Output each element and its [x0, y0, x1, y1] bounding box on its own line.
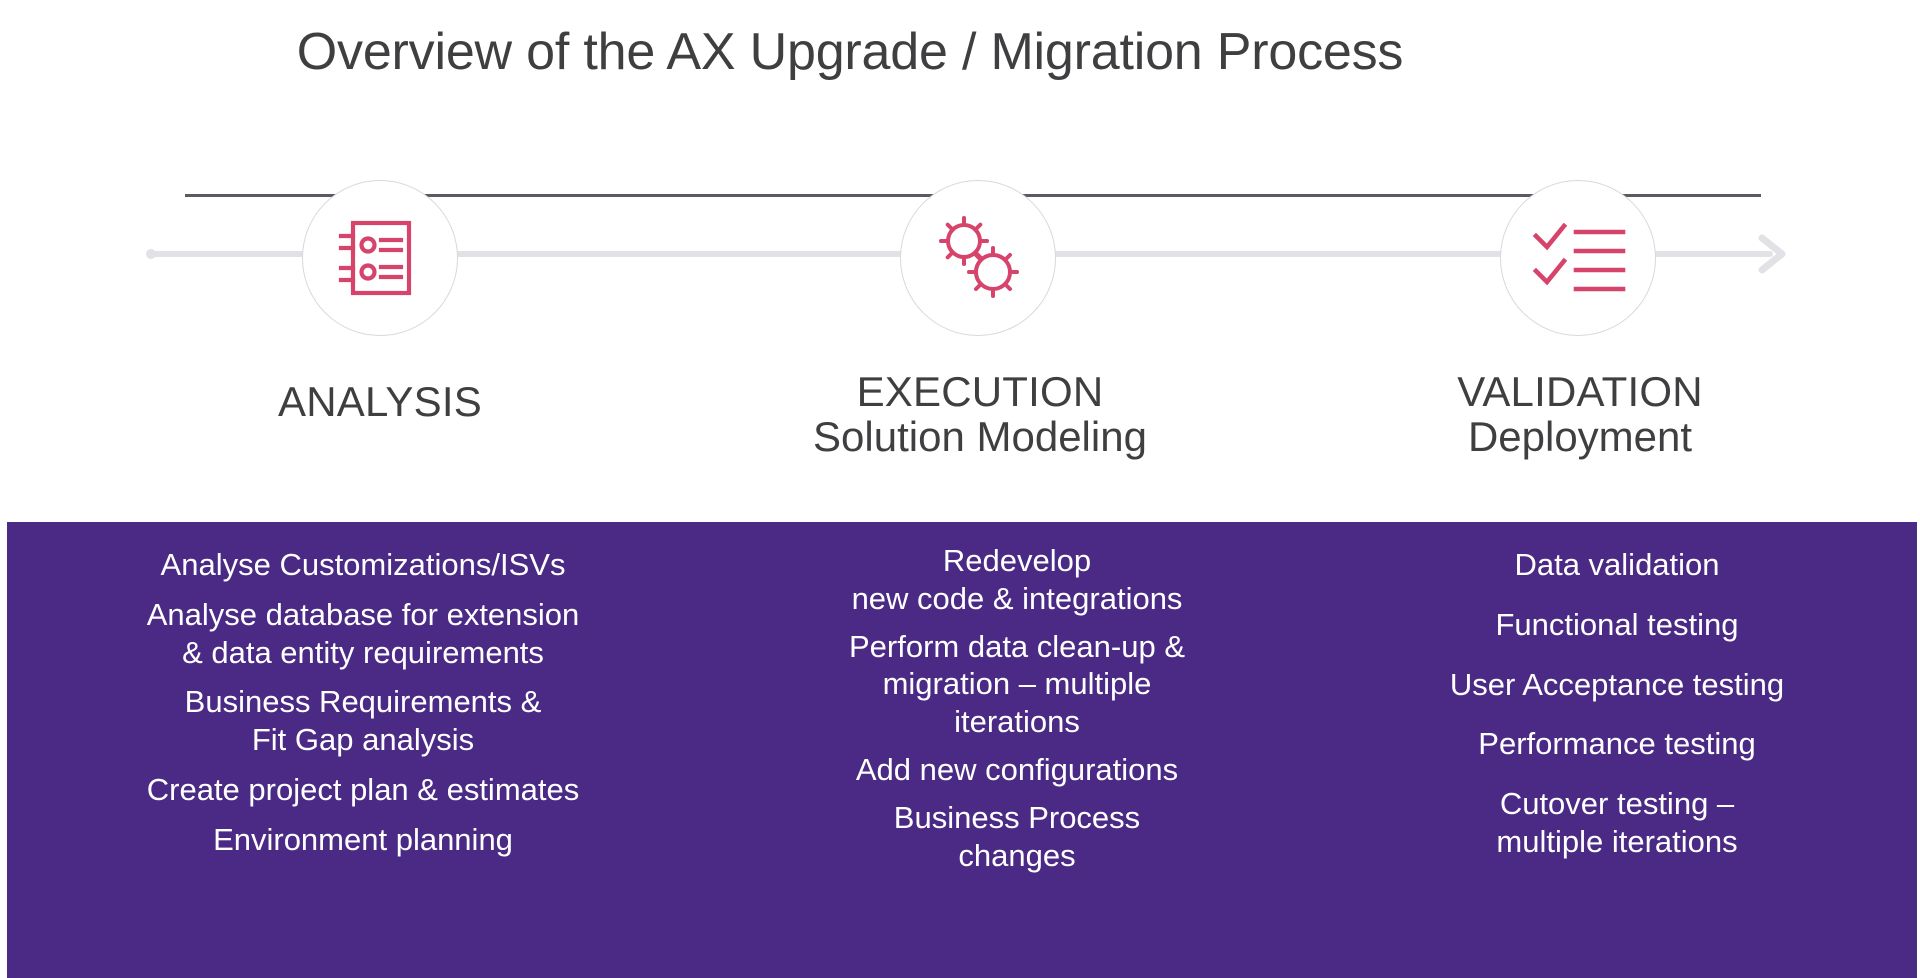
list-item: Perform data clean-up & migration – mult…	[848, 628, 1185, 740]
stage-label-validation-line2: Deployment	[1467, 412, 1693, 460]
stage-label-execution-line2: Solution Modeling	[813, 412, 1147, 460]
details-column-execution: Redevelop new code & integrations Perfor…	[707, 522, 1327, 978]
timeline-node-execution[interactable]	[900, 180, 1056, 336]
timeline-node-validation[interactable]	[1500, 180, 1656, 336]
stage-label-execution: EXECUTION Solution Modeling	[780, 368, 1180, 460]
stage-label-execution-line1: EXECUTION	[856, 368, 1104, 415]
list-item: Add new configurations	[855, 752, 1179, 788]
list-item: Performance testing	[1478, 726, 1756, 762]
list-item: Analyse Customizations/ISVs	[160, 547, 566, 582]
details-panel: Analyse Customizations/ISVs Analyse data…	[7, 522, 1917, 978]
list-item: Redevelop new code & integrations	[851, 543, 1183, 616]
timeline-arrow-icon	[1752, 232, 1796, 276]
page-title: Overview of the AX Upgrade / Migration P…	[296, 23, 1404, 81]
checklist-notebook-icon	[332, 210, 428, 306]
list-item: Functional testing	[1495, 606, 1739, 642]
checkmark-list-icon	[1528, 212, 1628, 304]
list-item: User Acceptance testing	[1449, 666, 1785, 702]
list-item: Data validation	[1514, 547, 1720, 582]
stage-label-analysis: ANALYSIS	[180, 378, 580, 425]
stage-label-validation: VALIDATION Deployment	[1380, 368, 1780, 460]
details-column-validation: Data validation Functional testing User …	[1327, 522, 1917, 978]
details-column-analysis: Analyse Customizations/ISVs Analyse data…	[7, 522, 707, 978]
list-item: Business Process changes	[893, 799, 1141, 873]
stage-label-analysis-line1: ANALYSIS	[278, 378, 482, 425]
list-item: Environment planning	[213, 821, 513, 857]
gears-icon	[928, 208, 1028, 308]
list-item: Create project plan & estimates	[146, 772, 580, 808]
stage-label-validation-line1: VALIDATION	[1457, 368, 1703, 415]
list-item: Analyse database for extension & data en…	[146, 596, 580, 670]
list-item: Cutover testing – multiple iterations	[1496, 786, 1738, 860]
timeline-node-analysis[interactable]	[302, 180, 458, 336]
list-item: Business Requirements & Fit Gap analysis	[184, 684, 542, 758]
